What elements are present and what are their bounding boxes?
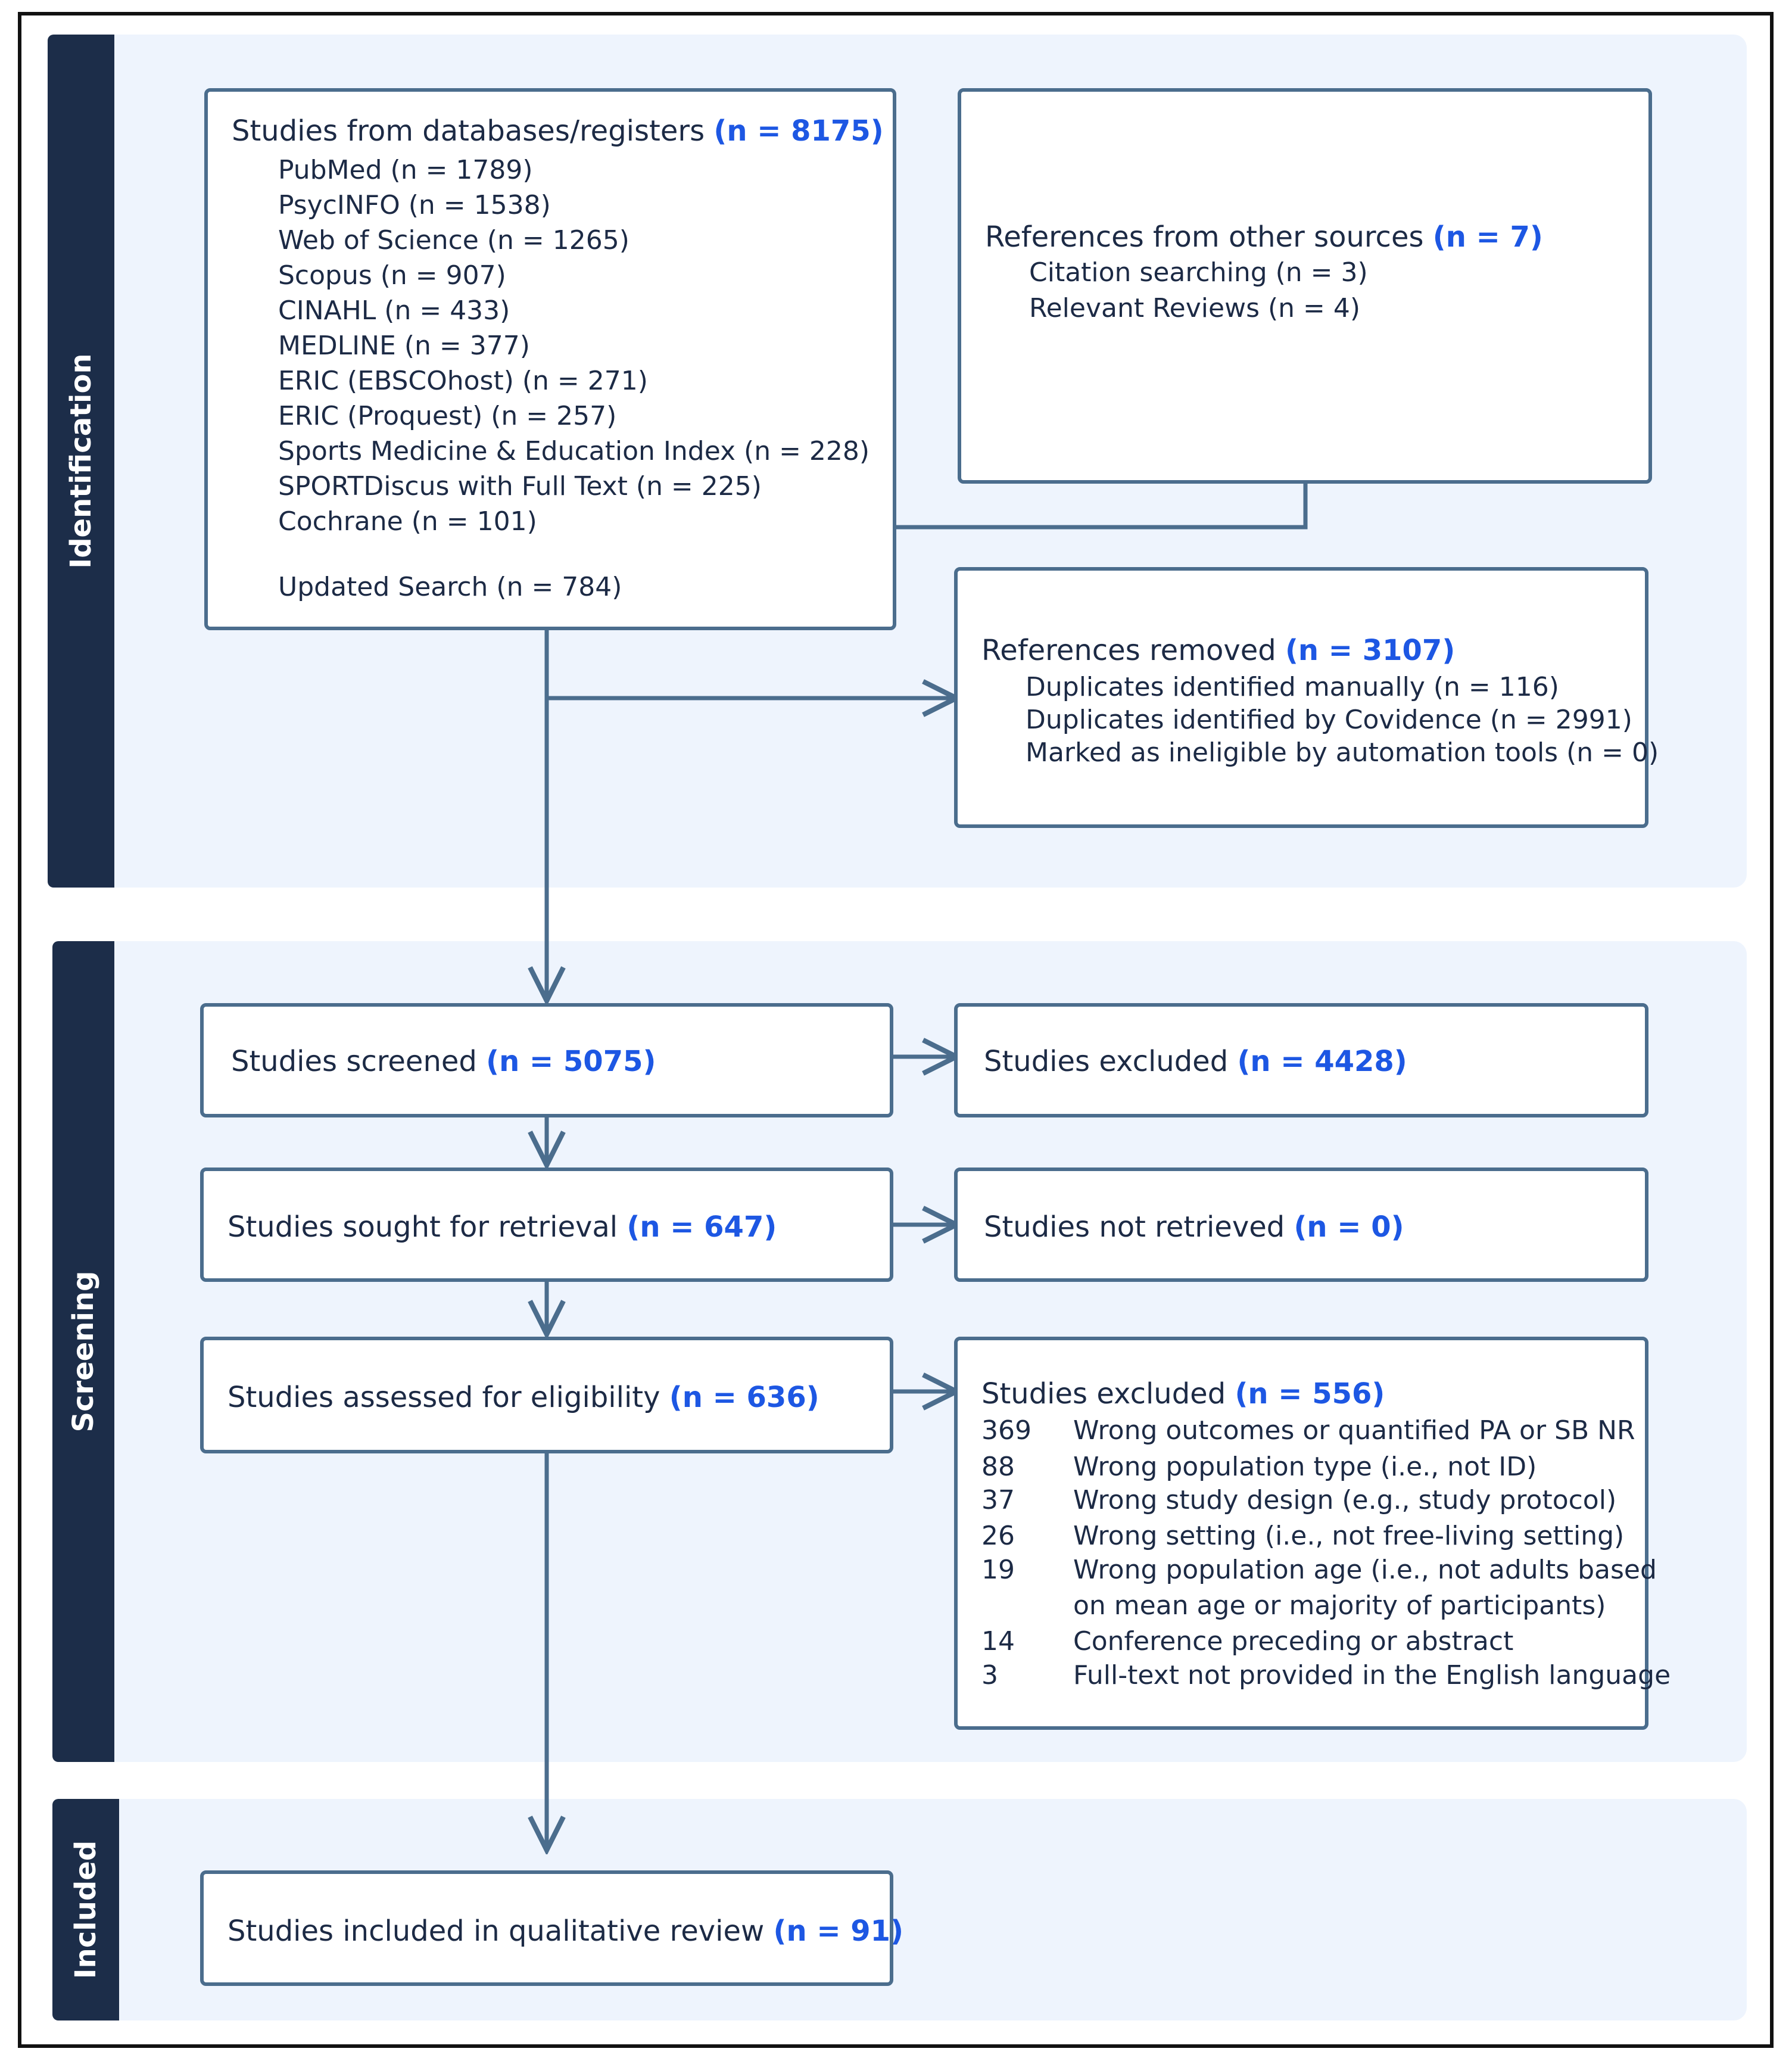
reason-text: Wrong population type (i.e., not ID) xyxy=(1073,1452,1537,1482)
updated-search: Updated Search (n = 784) xyxy=(278,572,622,602)
screening-band: Screening xyxy=(52,941,114,1762)
removed-count: (n = 3107) xyxy=(1285,634,1456,667)
studies-not-retrieved-box: Studies not retrieved (n = 0) xyxy=(954,1168,1648,1282)
other-sources-count: (n = 7) xyxy=(1432,220,1543,254)
database-item: CINAHL (n = 433) xyxy=(278,295,510,326)
reason-text: Wrong setting (i.e., not free-living set… xyxy=(1073,1521,1625,1551)
studies-sought-box: Studies sought for retrieval (n = 647) xyxy=(200,1168,893,1282)
full-text-excluded-box: Studies excluded (n = 556) 369 Wrong outc… xyxy=(954,1337,1671,1730)
other-sources-connector xyxy=(896,481,1308,530)
removed-item: Duplicates identified manually (n = 116) xyxy=(1026,672,1559,702)
removed-item: Marked as ineligible by automation tools… xyxy=(1026,737,1659,768)
database-item: PsycINFO (n = 1538) xyxy=(278,190,551,220)
excluded-full-title: Studies excluded (n = 556) xyxy=(981,1377,1385,1411)
database-item: ERIC (EBSCOhost) (n = 271) xyxy=(278,366,648,396)
studies-assessed-box: Studies assessed for eligibility (n = 63… xyxy=(200,1337,893,1453)
identification-band: Identification xyxy=(48,35,114,888)
studies-excluded-box: Studies excluded (n = 4428) xyxy=(954,1003,1648,1117)
sought-count: (n = 647) xyxy=(627,1210,777,1244)
databases-count: (n = 8175) xyxy=(713,114,884,148)
studies-included-box: Studies included in qualitative review (… xyxy=(200,1870,903,1986)
not-retrieved-label: Studies not retrieved (n = 0) xyxy=(984,1210,1404,1244)
excluded-screen-label: Studies excluded (n = 4428) xyxy=(984,1045,1407,1078)
other-sources-item: Relevant Reviews (n = 4) xyxy=(1029,293,1361,323)
reason-count: 369 xyxy=(981,1415,1031,1446)
included-band: Included xyxy=(52,1799,119,2020)
database-item: PubMed (n = 1789) xyxy=(278,155,533,185)
reason-text: Full-text not provided in the English la… xyxy=(1073,1660,1671,1690)
other-sources-box: References from other sources (n = 7) Ci… xyxy=(958,88,1652,484)
removed-title: References removed (n = 3107) xyxy=(981,634,1456,667)
excluded-full-count: (n = 556) xyxy=(1235,1377,1385,1411)
other-sources-item: Citation searching (n = 3) xyxy=(1029,257,1368,288)
database-item: Sports Medicine & Education Index (n = 2… xyxy=(278,436,870,466)
sought-label: Studies sought for retrieval (n = 647) xyxy=(227,1210,777,1244)
reason-text: Wrong outcomes or quantified PA or SB NR xyxy=(1073,1415,1635,1446)
excluded-screen-count: (n = 4428) xyxy=(1237,1045,1407,1078)
reason-count: 3 xyxy=(981,1660,998,1690)
not-retrieved-count: (n = 0) xyxy=(1294,1210,1404,1244)
reason-count: 14 xyxy=(981,1626,1015,1657)
database-item: Scopus (n = 907) xyxy=(278,260,506,291)
reason-text: Wrong study design (e.g., study protocol… xyxy=(1073,1485,1617,1515)
database-item: Cochrane (n = 101) xyxy=(278,506,537,537)
reason-count: 19 xyxy=(981,1555,1015,1585)
database-item: Web of Science (n = 1265) xyxy=(278,225,629,256)
removed-item: Duplicates identified by Covidence (n = … xyxy=(1026,705,1632,735)
assessed-label: Studies assessed for eligibility (n = 63… xyxy=(227,1381,819,1414)
screened-label: Studies screened (n = 5075) xyxy=(231,1045,656,1078)
reason-text-continued: on mean age or majority of participants) xyxy=(1073,1590,1606,1621)
figure-frame xyxy=(18,12,1774,2048)
reason-text: Wrong population age (i.e., not adults b… xyxy=(1073,1555,1657,1585)
reason-text: Conference preceding or abstract xyxy=(1073,1626,1514,1657)
studies-screened-box: Studies screened (n = 5075) xyxy=(200,1003,893,1117)
reason-count: 26 xyxy=(981,1521,1015,1551)
reason-count: 37 xyxy=(981,1485,1015,1515)
database-item: ERIC (Proquest) (n = 257) xyxy=(278,401,617,431)
other-sources-title: References from other sources (n = 7) xyxy=(985,220,1543,254)
included-label-text: Studies included in qualitative review (… xyxy=(227,1914,904,1948)
reason-count: 88 xyxy=(981,1452,1015,1482)
screened-count: (n = 5075) xyxy=(486,1045,656,1078)
databases-title: Studies from databases/registers (n = 81… xyxy=(232,114,884,148)
database-item: MEDLINE (n = 377) xyxy=(278,331,530,361)
databases-box: Studies from databases/registers (n = 81… xyxy=(204,88,896,630)
references-removed-box: References removed (n = 3107) Duplicates… xyxy=(954,567,1659,828)
included-count: (n = 91) xyxy=(773,1914,904,1948)
database-item: SPORTDiscus with Full Text (n = 225) xyxy=(278,471,762,502)
assessed-count: (n = 636) xyxy=(669,1381,819,1414)
